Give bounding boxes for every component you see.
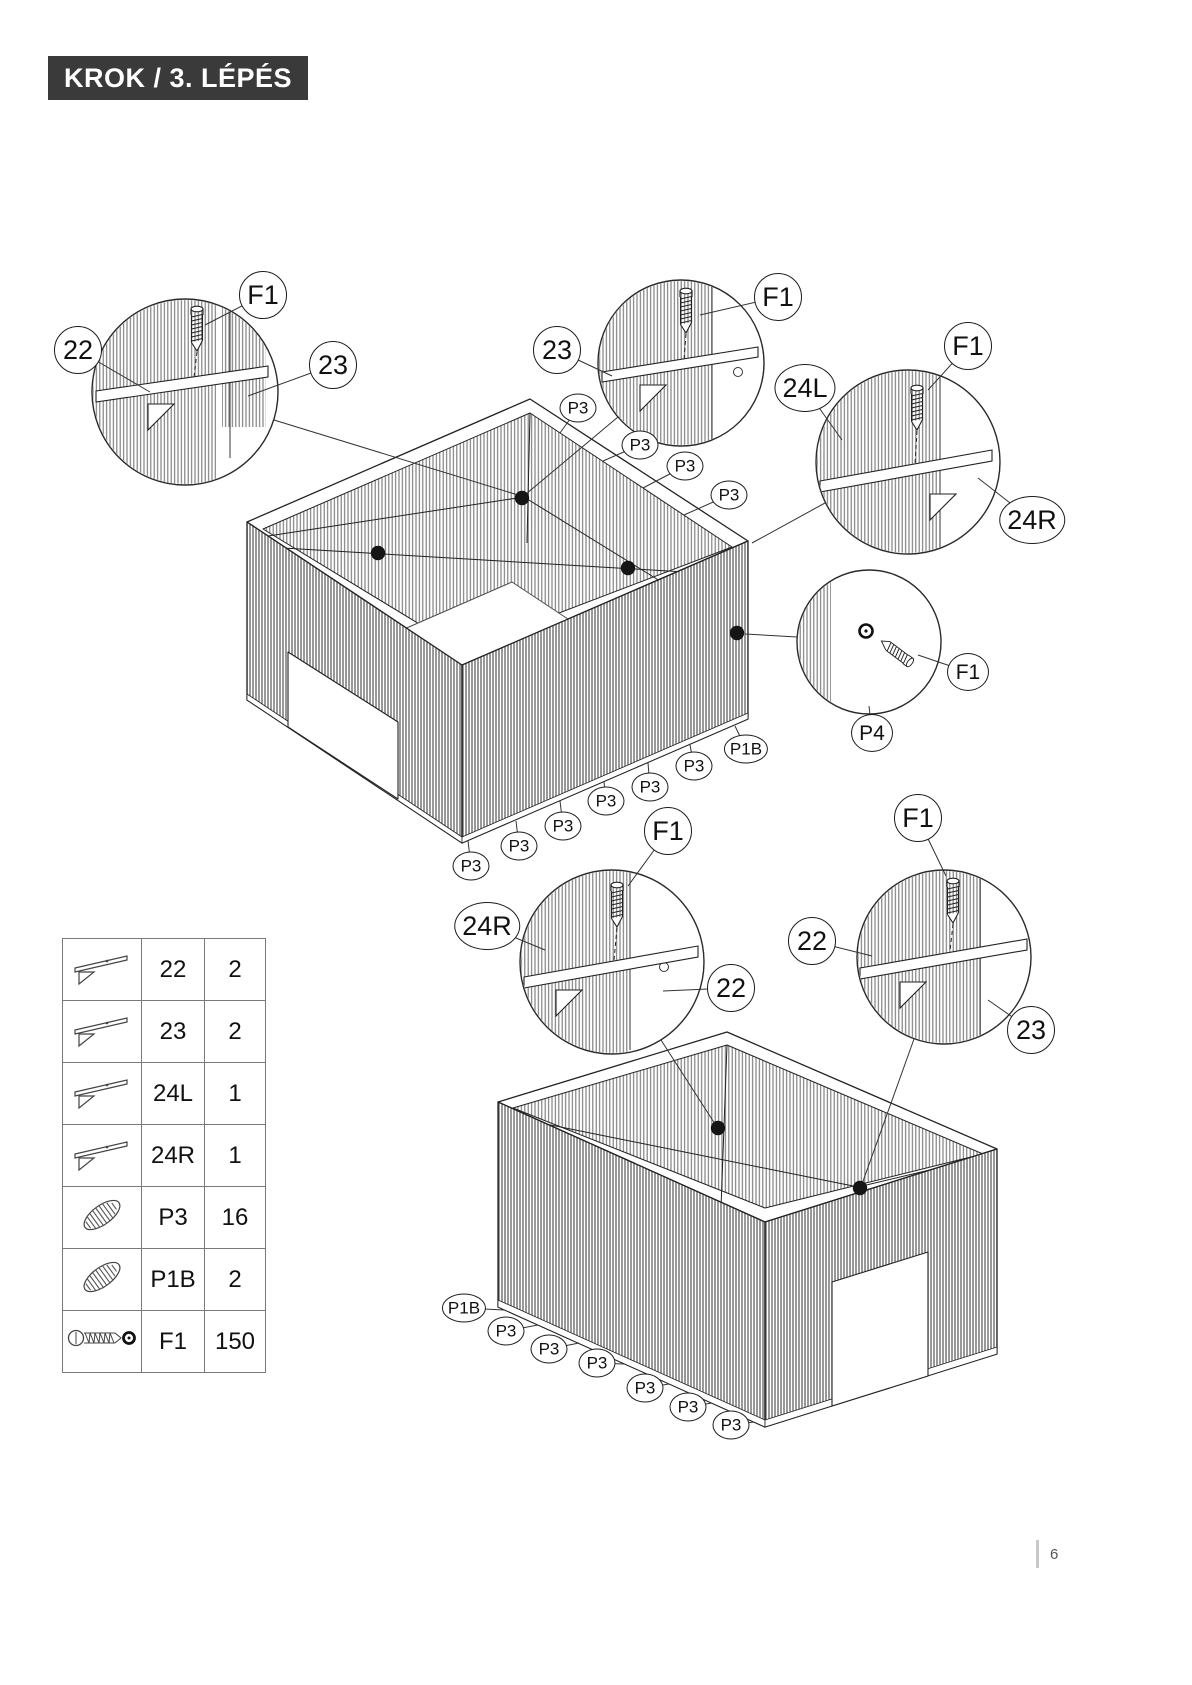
table-row: 23 2: [62, 1000, 266, 1063]
callout-f1: F1: [754, 273, 802, 321]
part-qty: 150: [204, 1310, 266, 1373]
lower-assembly-view: [497, 1031, 998, 1428]
detail-circle-top-left: [91, 298, 279, 486]
table-row: F1 150: [62, 1310, 266, 1373]
part-id: 23: [141, 1000, 205, 1063]
upper-assembly-view: [246, 398, 749, 844]
callout-p1b: P1B: [441, 1293, 487, 1323]
callout-part23: 23: [533, 326, 581, 374]
table-row: 22 2: [62, 938, 266, 1001]
callout-part23: 23: [1007, 1006, 1055, 1054]
callout-part23: 23: [309, 341, 357, 389]
table-row: 24R 1: [62, 1124, 266, 1187]
callout-p3: P3: [452, 851, 490, 881]
angle-profile-icon: [74, 955, 128, 986]
detail-circle-bottom-right: [856, 869, 1032, 1045]
screw-washer-icon: [67, 1329, 136, 1347]
callout-f1: F1: [947, 653, 989, 691]
callout-p3: P3: [621, 430, 659, 460]
callout-part24r: 24R: [999, 496, 1065, 544]
callout-p3: P3: [631, 772, 669, 802]
screw-cap-icon: [83, 1261, 121, 1293]
callout-p3: P3: [669, 1392, 707, 1422]
part-id: 24L: [141, 1062, 205, 1125]
callout-f1: F1: [894, 794, 942, 842]
callout-f1: F1: [944, 322, 992, 370]
callout-part22: 22: [707, 964, 755, 1012]
callout-p3: P3: [710, 480, 748, 510]
callout-p3: P3: [666, 451, 704, 481]
callout-p3: P3: [712, 1410, 750, 1440]
part-qty: 2: [204, 1248, 266, 1311]
callout-part22: 22: [788, 917, 836, 965]
screw-cap-icon: [83, 1199, 121, 1231]
door-opening: [831, 1251, 929, 1407]
part-id: F1: [141, 1310, 205, 1373]
callout-part24l: 24L: [774, 364, 836, 412]
callout-p3: P3: [487, 1316, 525, 1346]
callout-f1: F1: [644, 807, 692, 855]
callout-p3: P3: [559, 393, 597, 423]
part-id: P3: [141, 1186, 205, 1249]
detail-circle-bottom-left: [519, 869, 705, 1055]
connector-dots: [370, 490, 868, 1196]
part-qty: 1: [204, 1062, 266, 1125]
part-qty: 2: [204, 1000, 266, 1063]
part-id: 24R: [141, 1124, 205, 1187]
callout-p3: P3: [578, 1348, 616, 1378]
table-row: P3 16: [62, 1186, 266, 1249]
part-id: P1B: [141, 1248, 205, 1311]
parts-table: 22 2 23 2 24L 1 24R 1 P3 16: [62, 938, 266, 1373]
callout-p3: P3: [500, 831, 538, 861]
callout-part24r: 24R: [454, 902, 520, 950]
part-qty: 1: [204, 1124, 266, 1187]
table-row: 24L 1: [62, 1062, 266, 1125]
angle-profile-icon: [74, 1017, 128, 1048]
callout-part22: 22: [54, 326, 102, 374]
detail-circle-top-middle: [597, 279, 765, 447]
callout-p3: P3: [544, 811, 582, 841]
angle-profile-icon: [74, 1079, 128, 1110]
detail-circle-top-right: [815, 369, 1001, 555]
callout-p1b: P1B: [723, 734, 769, 764]
callout-p3: P3: [626, 1373, 664, 1403]
door-opening: [287, 651, 399, 800]
callout-p3: P3: [675, 751, 713, 781]
angle-profile-icon: [74, 1141, 128, 1172]
page-number: 6: [1036, 1540, 1058, 1568]
part-qty: 16: [204, 1186, 266, 1249]
table-row: P1B 2: [62, 1248, 266, 1311]
callout-p4: P4: [851, 714, 893, 752]
callout-p3: P3: [587, 786, 625, 816]
callout-f1: F1: [239, 271, 287, 319]
detail-circle-washer: [796, 569, 942, 715]
part-id: 22: [141, 938, 205, 1001]
part-qty: 2: [204, 938, 266, 1001]
callout-p3: P3: [530, 1334, 568, 1364]
step-badge: KROK / 3. LÉPÉS: [48, 56, 309, 100]
